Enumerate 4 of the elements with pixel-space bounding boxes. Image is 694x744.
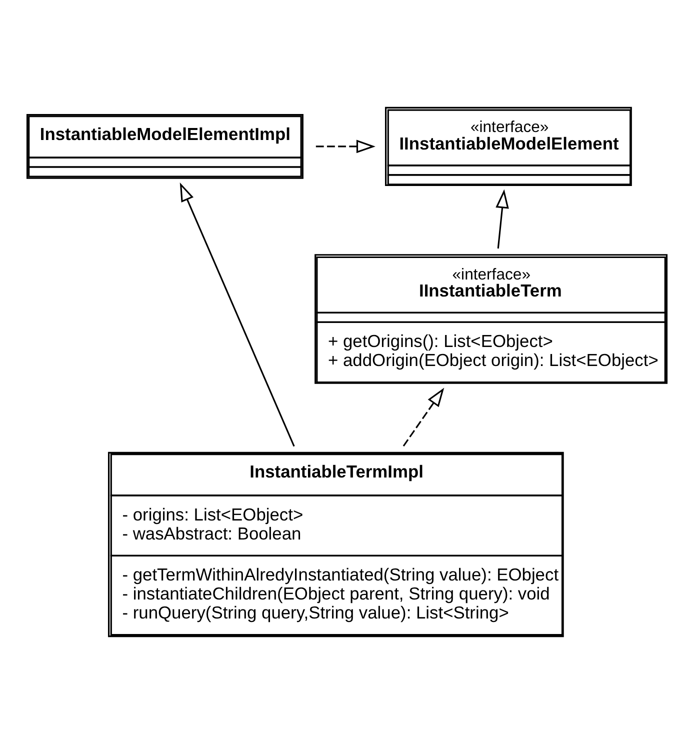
arrow xyxy=(316,140,376,154)
arrow xyxy=(402,388,444,446)
arrow xyxy=(180,182,295,447)
arrow xyxy=(496,189,509,249)
